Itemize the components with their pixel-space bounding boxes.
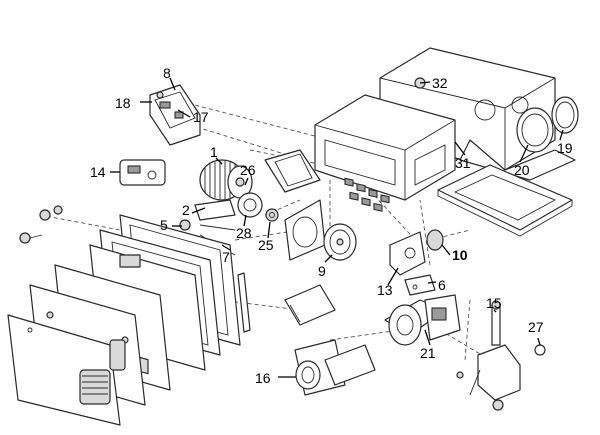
callout-labels: 8 18 17 32 1 26 14 31 19 20 2 5 28 25 7 … (90, 65, 573, 386)
callout-20: 20 (514, 162, 530, 178)
burner-tube (294, 339, 376, 396)
callout-8: 8 (163, 65, 171, 81)
callout-2: 2 (182, 202, 190, 218)
callout-15: 15 (486, 295, 502, 311)
blower-motor (179, 192, 263, 256)
vent-ring-19 (551, 96, 579, 134)
valve-bracket (384, 294, 461, 346)
callout-17: 17 (193, 109, 209, 125)
clip-6 (404, 274, 436, 296)
callout-19: 19 (557, 140, 573, 156)
callout-5: 5 (160, 217, 168, 233)
callout-7: 7 (222, 249, 230, 265)
gas-valve (456, 300, 546, 411)
callout-1: 1 (210, 144, 218, 160)
mounting-gasket-frame (437, 164, 573, 237)
igniter-disc (426, 229, 444, 251)
hinge-strip (237, 272, 251, 333)
air-duct-tray (284, 284, 336, 326)
door-panels (7, 214, 241, 426)
leader-lines (110, 77, 564, 378)
callout-31: 31 (455, 155, 471, 171)
callout-10: 10 (452, 247, 468, 263)
callout-6: 6 (438, 277, 446, 293)
callout-28: 28 (236, 225, 252, 241)
callout-18: 18 (115, 95, 131, 111)
callout-25: 25 (258, 237, 274, 253)
switch-panel (119, 159, 166, 186)
callout-32: 32 (432, 75, 448, 91)
vent-cap-20 (516, 107, 554, 153)
fasteners-left (19, 205, 63, 244)
combustion-wheel (323, 223, 357, 261)
callout-21: 21 (420, 345, 436, 361)
motor-bracket (264, 149, 321, 193)
control-board-assembly (149, 84, 201, 146)
callout-13: 13 (377, 282, 393, 298)
callout-14: 14 (90, 164, 106, 180)
blower-wheel (199, 159, 253, 201)
callout-9: 9 (318, 263, 326, 279)
fan-housing (265, 199, 326, 261)
callout-27: 27 (528, 319, 544, 335)
sensor-bracket (389, 231, 426, 276)
combustion-chamber-housing (314, 94, 456, 212)
callout-26: 26 (240, 162, 256, 178)
callout-16: 16 (255, 370, 271, 386)
